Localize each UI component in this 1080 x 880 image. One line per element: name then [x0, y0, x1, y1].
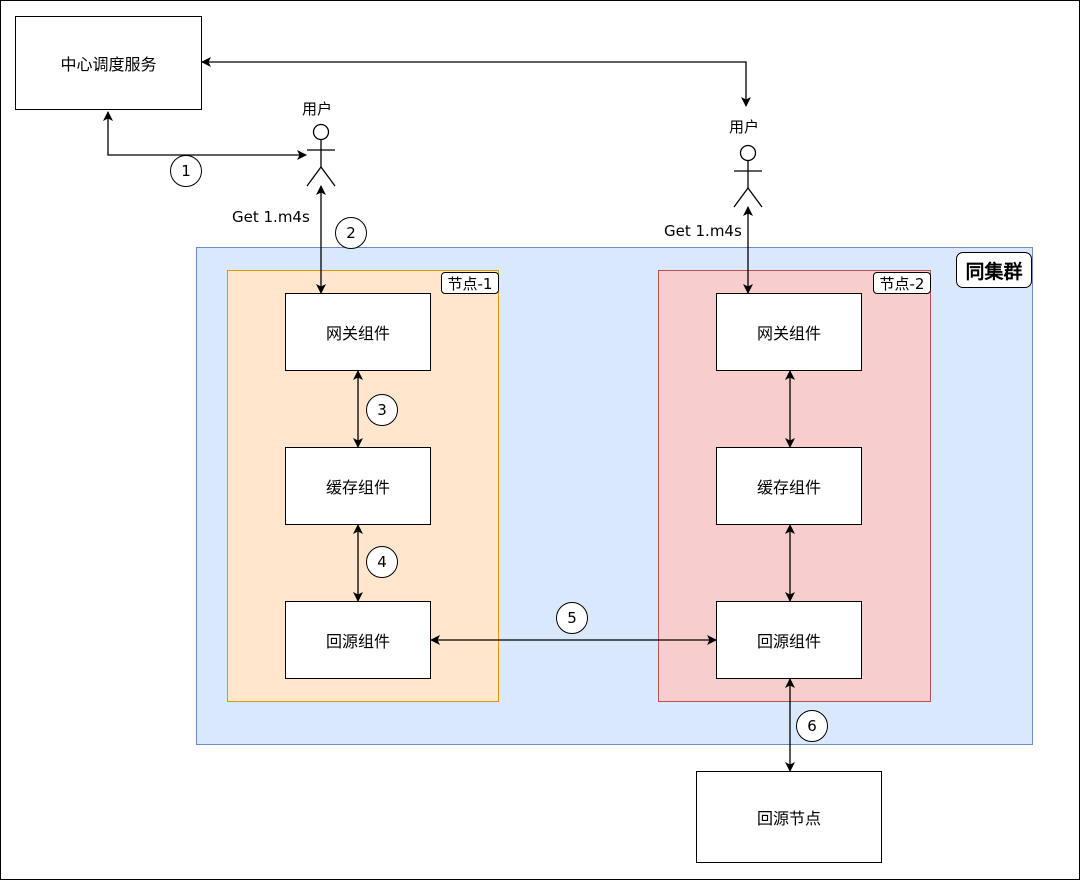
step-2-badge: 2 [335, 217, 367, 249]
origin-node[interactable]: 回源节点 [696, 771, 882, 863]
user2-icon [733, 144, 763, 208]
step-1-badge: 1 [170, 155, 202, 187]
step-3-badge: 3 [366, 394, 398, 426]
cluster-label: 同集群 [956, 252, 1032, 288]
edge-scheduler-user2 [201, 57, 751, 107]
user2-request-label: Get 1.m4s [664, 222, 742, 240]
user2-label: 用户 [729, 118, 760, 136]
node1-cache[interactable]: 缓存组件 [285, 447, 431, 525]
node2-cache[interactable]: 缓存组件 [716, 447, 862, 525]
node1-origin[interactable]: 回源组件 [285, 601, 431, 679]
user1-icon [306, 123, 336, 187]
node1-gateway[interactable]: 网关组件 [285, 293, 431, 371]
node2-origin[interactable]: 回源组件 [716, 601, 862, 679]
node2-gateway[interactable]: 网关组件 [716, 293, 862, 371]
user1-label: 用户 [302, 100, 333, 118]
node1-label: 节点-1 [441, 272, 499, 294]
step-6-badge: 6 [796, 710, 828, 742]
scheduler-service[interactable]: 中心调度服务 [15, 16, 202, 110]
step-5-badge: 5 [556, 602, 588, 634]
step-4-badge: 4 [366, 546, 398, 578]
edge-scheduler-user1 [103, 111, 307, 160]
node2-label: 节点-2 [873, 272, 931, 294]
user1-request-label: Get 1.m4s [232, 208, 310, 226]
